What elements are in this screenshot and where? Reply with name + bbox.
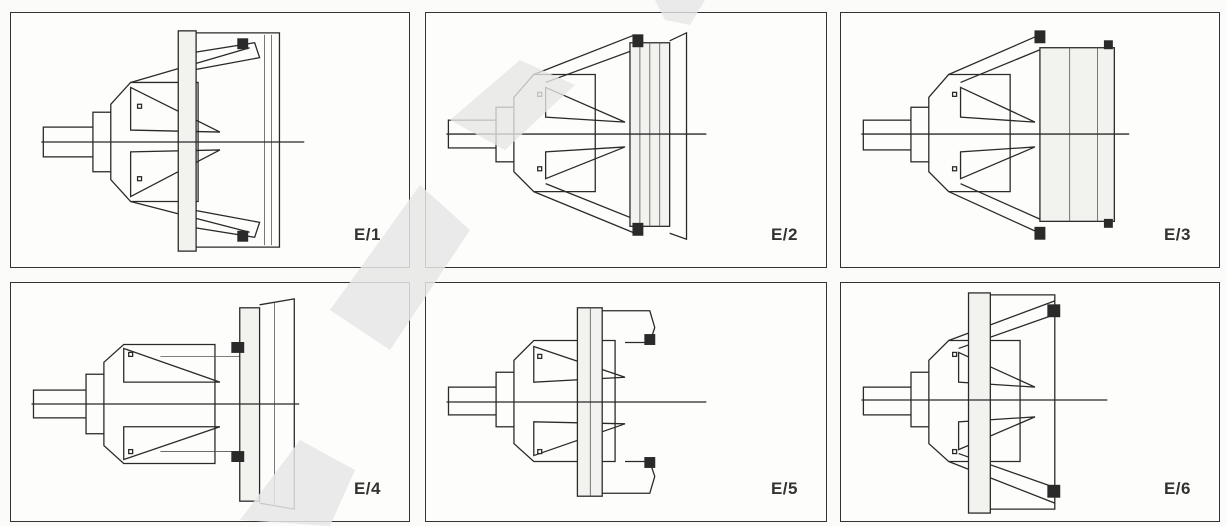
wheel-clamp-drawing-e1 <box>41 30 305 252</box>
wheel-clamp-drawing-e6 <box>861 292 1108 514</box>
diagram-panel-e3: E/3 <box>840 12 1220 268</box>
diagram-panel-e4: E/4 <box>10 282 410 522</box>
panel-label-e2: E/2 <box>770 225 798 244</box>
diagram-panel-e2: E/2 <box>425 12 827 268</box>
diagram-panel-e5: E/5 <box>425 282 827 522</box>
diagram-panel-e6: E/6 <box>840 282 1220 522</box>
panel-label-e3: E/3 <box>1163 225 1191 244</box>
panel-label-e5: E/5 <box>770 479 798 498</box>
panel-label-e6: E/6 <box>1163 479 1191 498</box>
wheel-clamp-drawing-e5 <box>446 307 707 497</box>
wheel-clamp-drawing-e2 <box>446 31 707 241</box>
diagram-panel-e1: E/1 <box>10 12 410 268</box>
wheel-clamp-drawing-e4 <box>31 298 300 510</box>
panel-label-e1: E/1 <box>353 225 381 244</box>
panel-label-e4: E/4 <box>353 479 381 498</box>
wheel-clamp-drawing-e3 <box>861 30 1130 240</box>
